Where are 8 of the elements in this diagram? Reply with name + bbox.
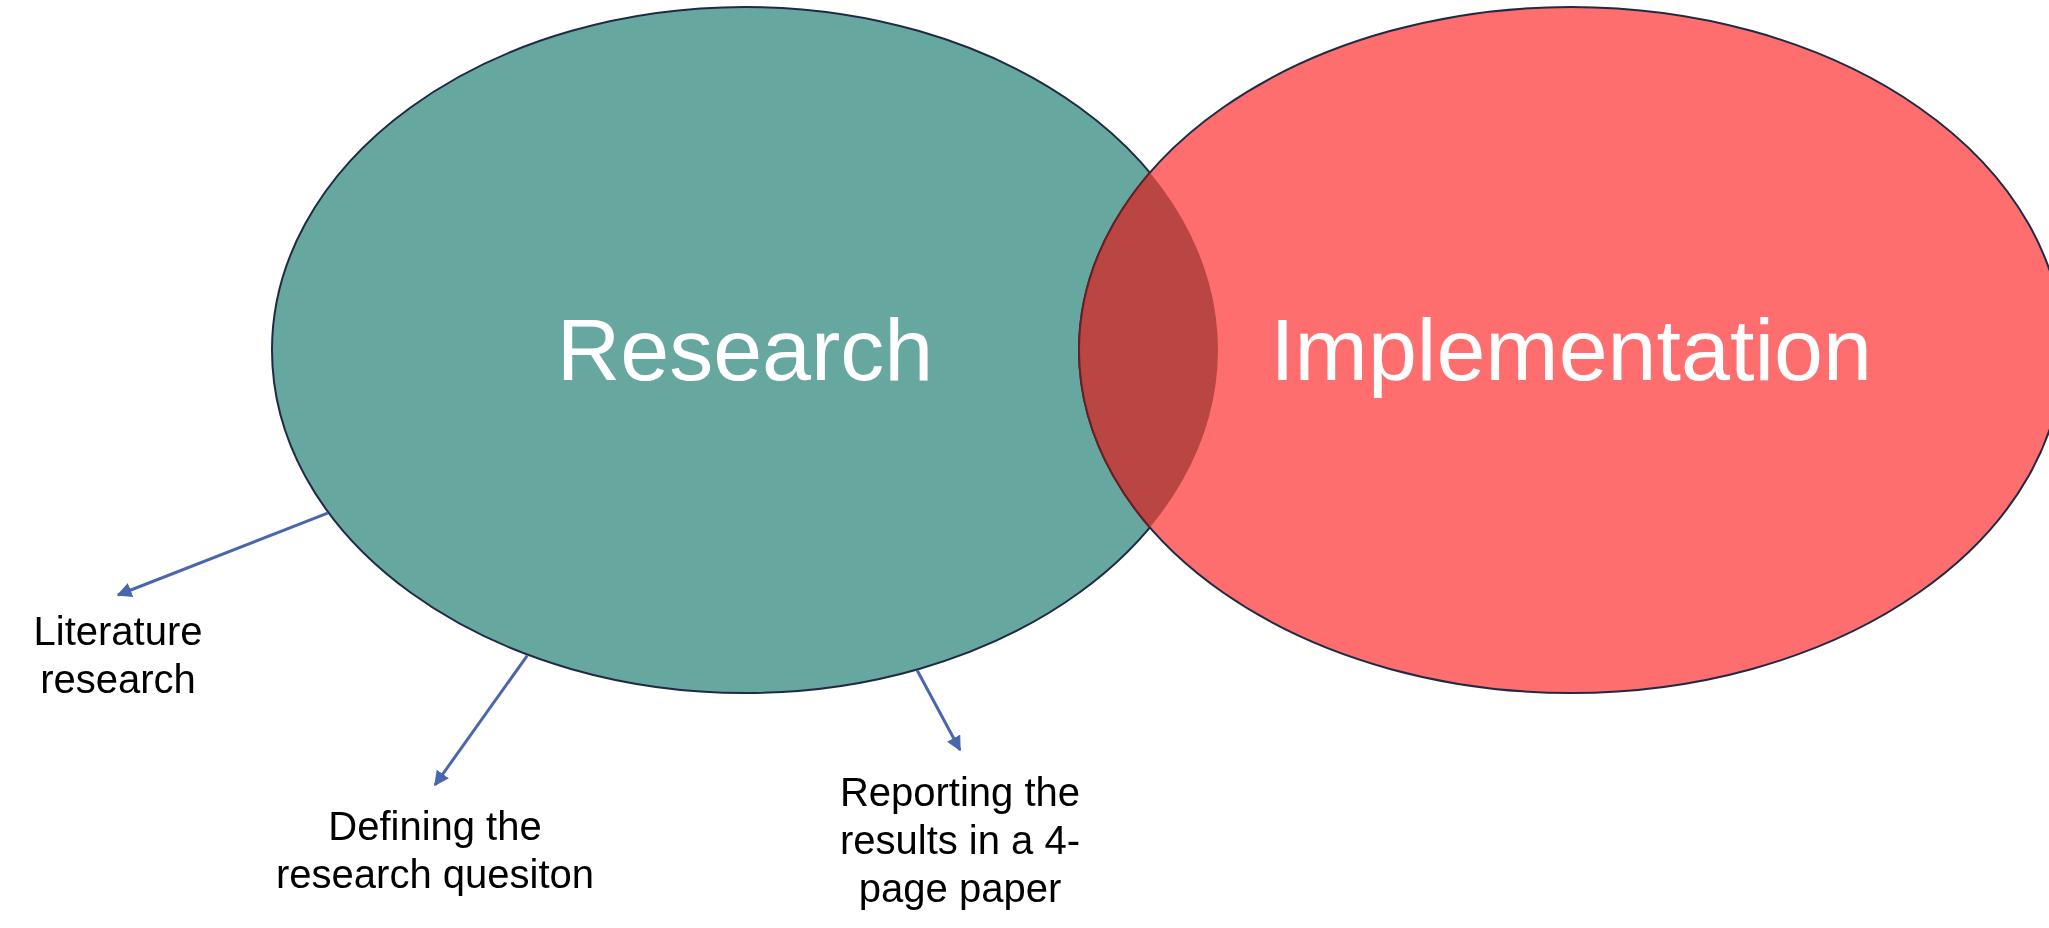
arrow <box>915 669 962 752</box>
arrow <box>433 654 529 787</box>
annotation-text: Reporting the results in a 4-page paper <box>838 769 1082 912</box>
annotation-text: Literature research <box>32 608 204 703</box>
ellipse-label: Implementation <box>1270 299 1872 401</box>
ellipse-label: Research <box>556 299 934 401</box>
annotation-text: Defining the research quesiton <box>275 803 595 898</box>
arrow <box>116 511 329 598</box>
